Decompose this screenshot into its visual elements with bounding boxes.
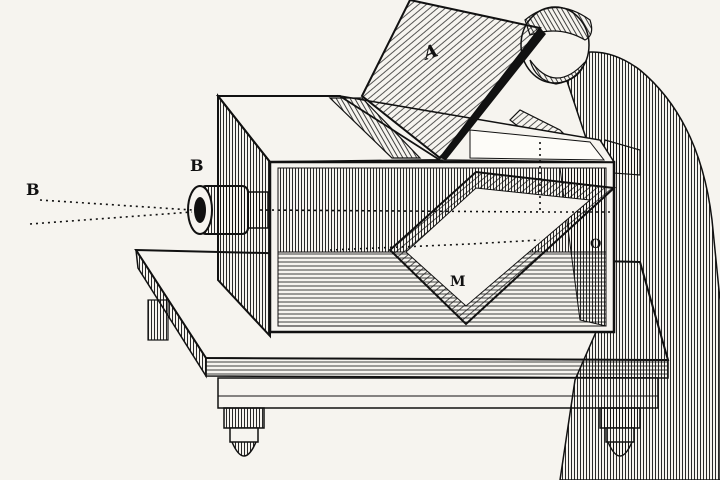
label-b-lens: B <box>190 156 204 175</box>
label-b-left: B <box>26 180 40 199</box>
table-leg-back-left <box>147 299 169 341</box>
label-o: O <box>590 237 602 252</box>
mirror-m <box>388 170 617 326</box>
lens-b <box>187 185 269 235</box>
label-m: M <box>450 274 466 290</box>
table-leg-front-left <box>223 407 265 457</box>
light-rays <box>29 140 614 251</box>
lid-a <box>360 0 546 160</box>
